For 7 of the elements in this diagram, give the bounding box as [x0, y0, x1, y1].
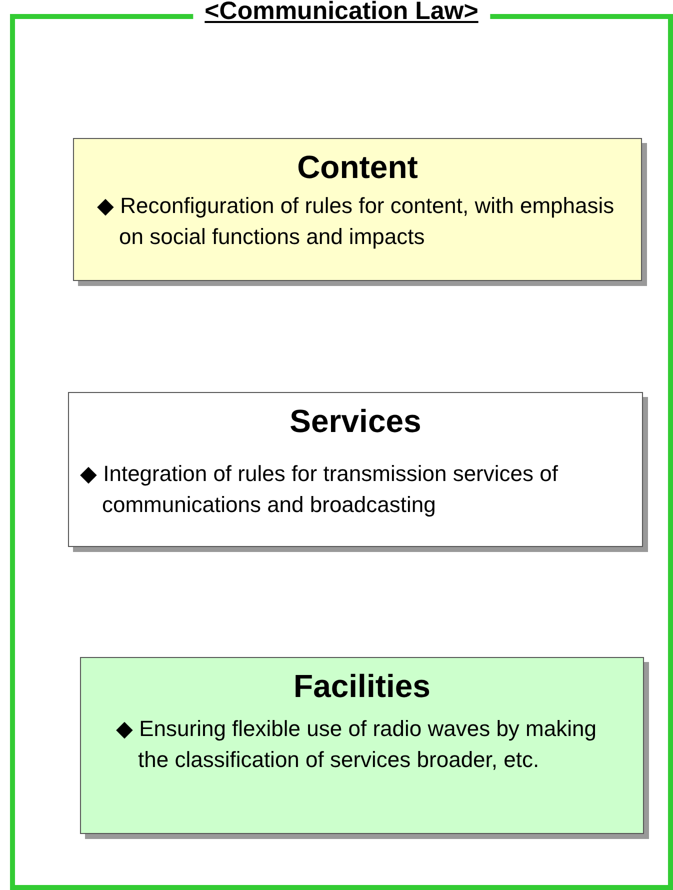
box-heading: Services: [288, 403, 422, 440]
frame-title: <Communication Law>: [192, 0, 490, 26]
box-heading: Facilities: [292, 668, 432, 705]
box-heading: Content: [296, 149, 419, 186]
bullet-text: ◆ Reconfiguration of rules for content, with emphasis on social functions and impacts: [96, 192, 616, 251]
bullet-text: ◆ Integration of rules for transmission services of communications and broadcasting: [79, 460, 559, 519]
bullet-text: ◆ Ensuring flexible use of radio waves by making the classification of services broader, etc.: [115, 715, 598, 774]
